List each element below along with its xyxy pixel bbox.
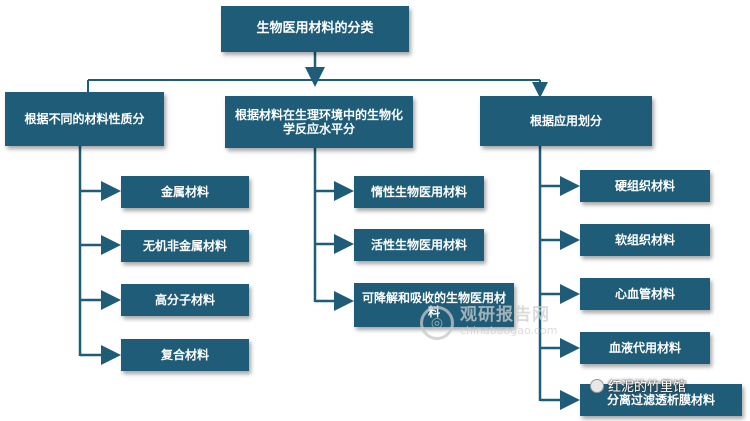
item-label: 金属材料: [160, 185, 209, 199]
item-cardiovascular: 心血管材料: [580, 278, 710, 310]
item-label: 复合材料: [160, 348, 209, 362]
watermark: ◎ 观研报告网 chinabaogao.com: [420, 306, 558, 340]
item-inorganic-nonmetal: 无机非金属材料: [121, 230, 249, 262]
watermark-cn: 观研报告网: [460, 305, 550, 325]
category-label: 根据不同的材料性质分: [24, 112, 145, 126]
item-polymer-materials: 高分子材料: [121, 284, 249, 316]
item-metal-materials: 金属材料: [121, 176, 249, 208]
item-label: 惰性生物医用材料: [370, 185, 467, 199]
diagram-title: 生物医用材料的分类: [221, 6, 409, 52]
category-material-property: 根据不同的材料性质分: [5, 92, 164, 146]
category-label: 根据应用划分: [529, 114, 602, 128]
item-label: 软组织材料: [614, 233, 675, 247]
item-active-biomaterials: 活性生物医用材料: [354, 229, 484, 261]
item-separation-membrane: 分离过滤透析膜材料: [580, 384, 742, 416]
category-label: 根据材料在生理环境中的生物化学反应水平分: [234, 108, 403, 136]
wechat-icon: [590, 378, 604, 393]
item-label: 心血管材料: [614, 287, 675, 301]
item-label: 无机非金属材料: [142, 239, 227, 253]
category-application: 根据应用划分: [480, 96, 652, 146]
item-label: 分离过滤透析膜材料: [606, 393, 715, 407]
watermark-en: chinabaogao.com: [460, 324, 558, 337]
item-label: 硬组织材料: [614, 179, 675, 193]
credit-text: 红泥的竹里馆: [608, 380, 687, 395]
item-label: 高分子材料: [154, 293, 215, 307]
item-soft-tissue: 软组织材料: [580, 224, 710, 256]
item-blood-substitute: 血液代用材料: [580, 332, 710, 364]
item-label: 活性生物医用材料: [370, 238, 467, 252]
item-label: 血液代用材料: [608, 341, 681, 355]
credit-overlay: 红泥的竹里馆: [590, 376, 686, 395]
item-composite-materials: 复合材料: [121, 339, 249, 371]
item-inert-biomaterials: 惰性生物医用材料: [354, 176, 484, 208]
category-biochemical-reaction: 根据材料在生理环境中的生物化学反应水平分: [225, 96, 413, 148]
watermark-logo-icon: ◎: [420, 306, 454, 340]
item-hard-tissue: 硬组织材料: [580, 170, 710, 202]
diagram-title-text: 生物医用材料的分类: [256, 21, 374, 36]
